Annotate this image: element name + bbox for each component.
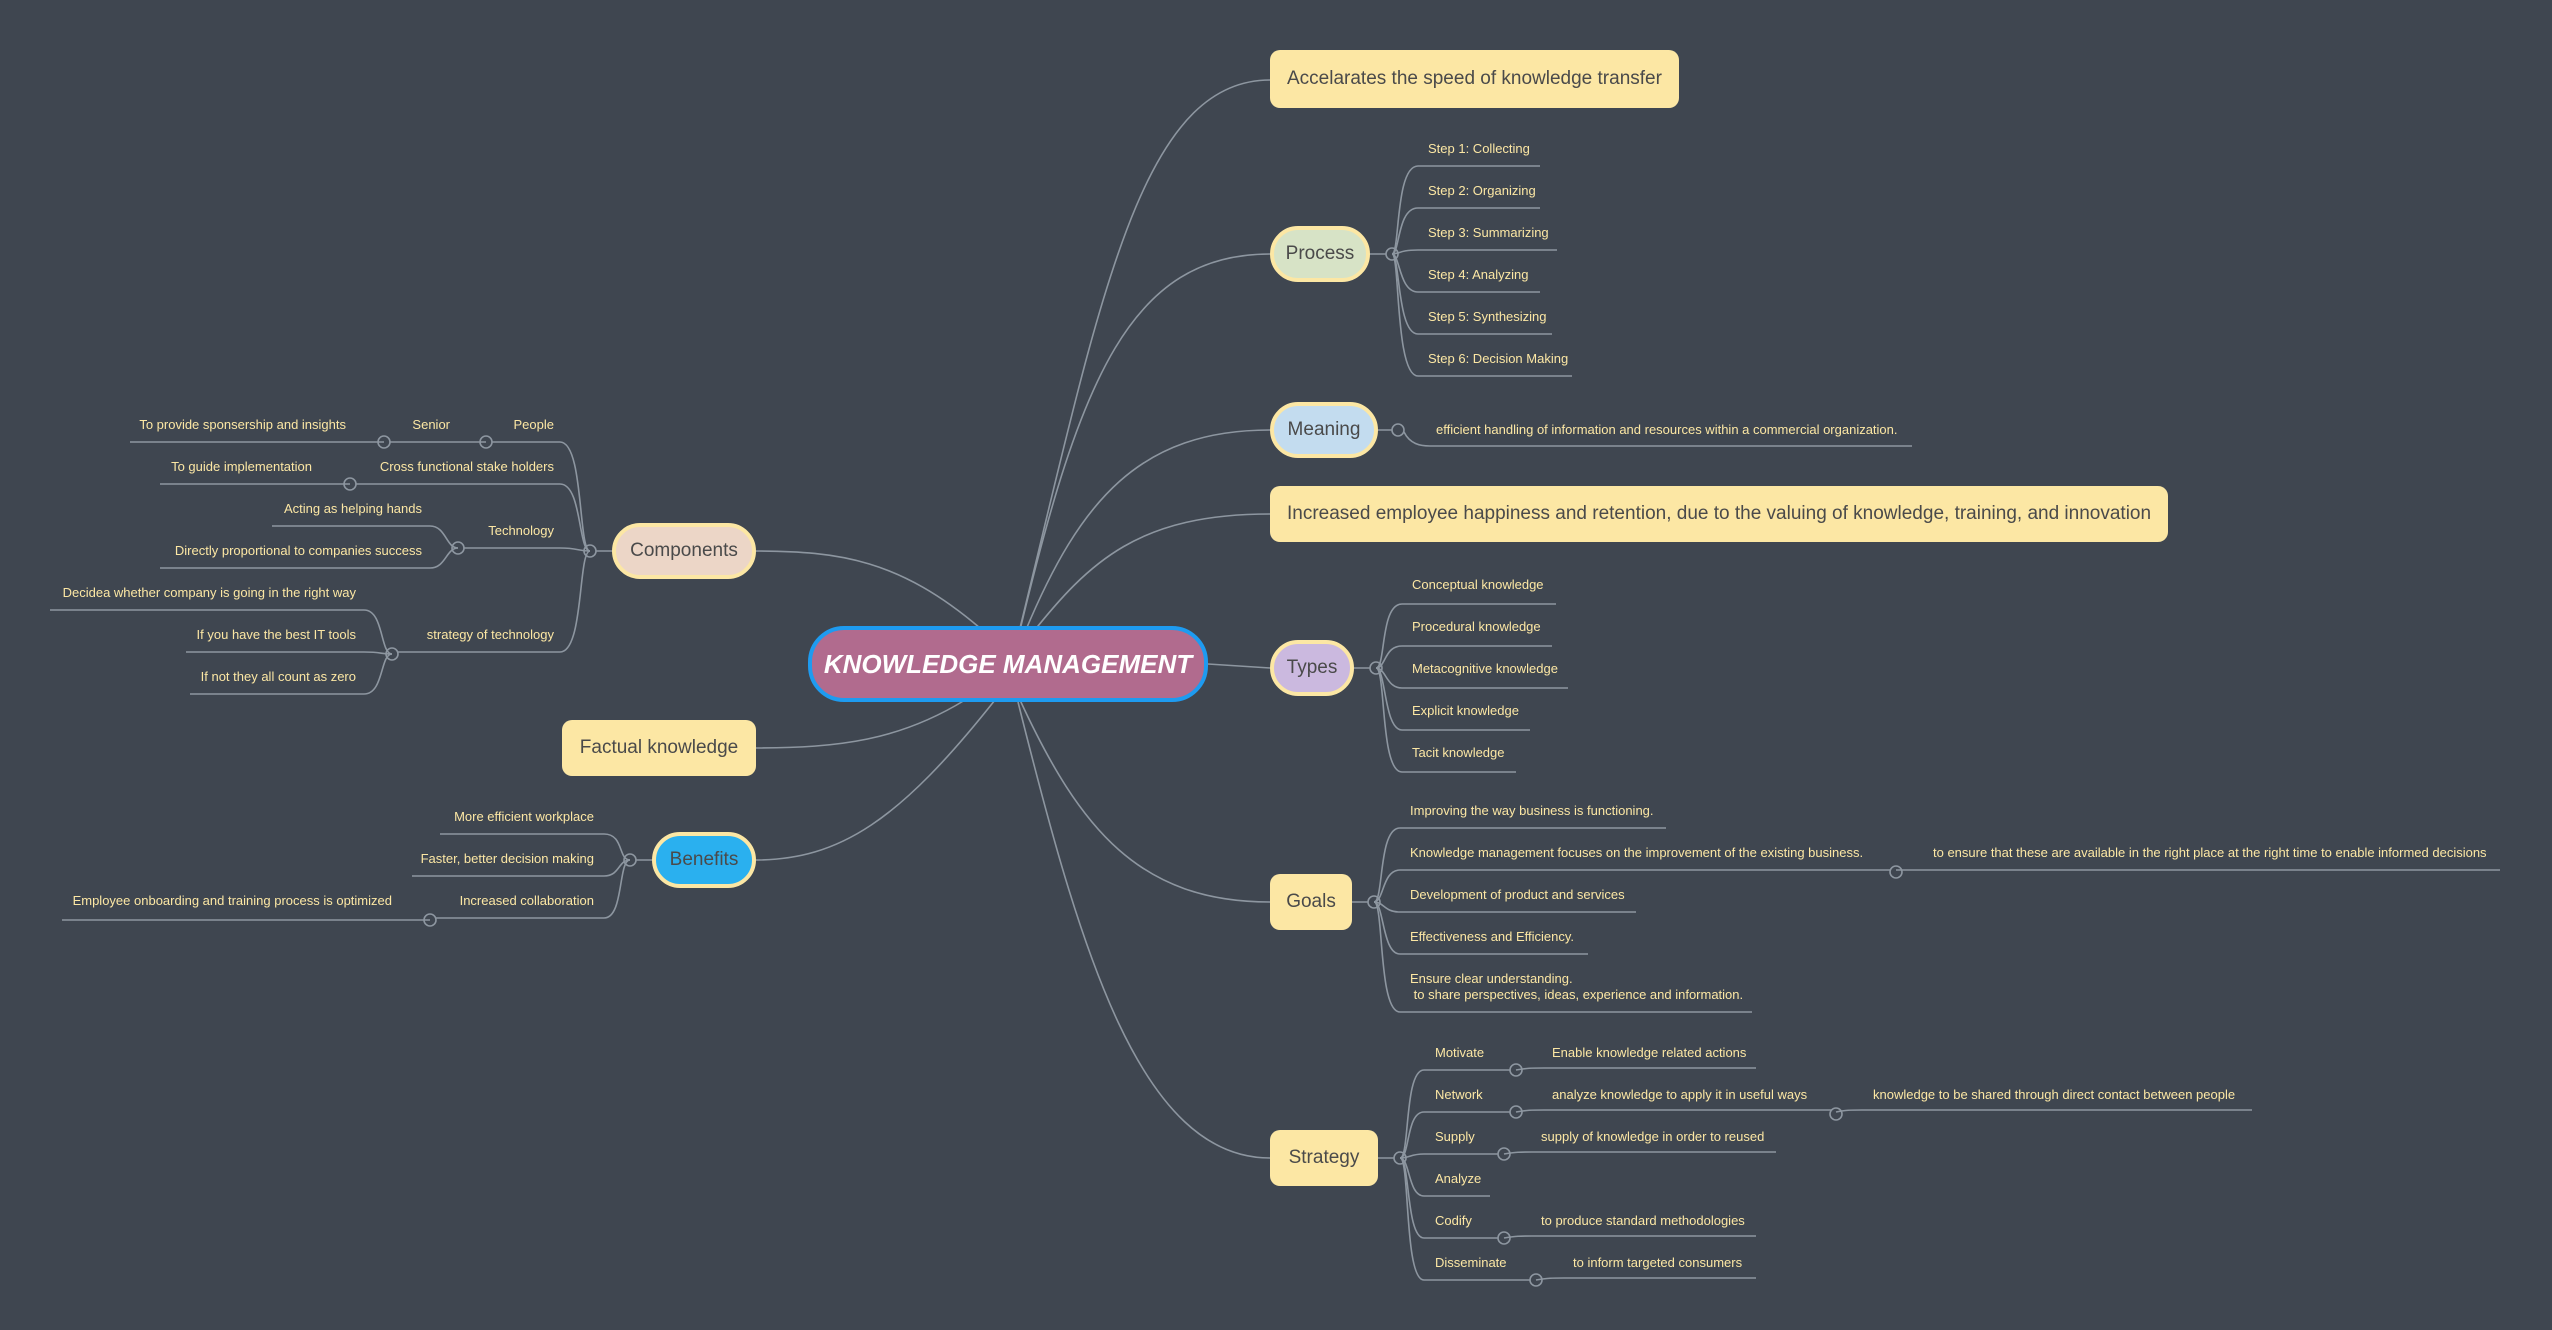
types-item-2[interactable]: Procedural knowledge — [1412, 619, 1541, 634]
types-item-3[interactable]: Metacognitive knowledge — [1412, 661, 1558, 676]
strategy-motivate-detail[interactable]: Enable knowledge related actions — [1552, 1045, 1747, 1060]
components-cross[interactable]: Cross functional stake holders — [379, 459, 554, 474]
benefits-collab-detail[interactable]: Employee onboarding and training process… — [72, 893, 392, 908]
goals-item-2-sub[interactable]: to ensure that these are available in th… — [1933, 845, 2487, 860]
process-branch — [1368, 165, 1572, 377]
link-central-speed — [1019, 79, 1271, 629]
central-topic[interactable]: KNOWLEDGE MANAGEMENT — [808, 626, 1208, 702]
components-technology[interactable]: Technology — [488, 523, 554, 538]
topic-factual-label: Factual knowledge — [579, 737, 739, 758]
topic-types[interactable]: Types — [1270, 640, 1354, 696]
topic-speed[interactable]: Accelarates the speed of knowledge trans… — [1270, 50, 1679, 108]
topic-benefits[interactable]: Benefits — [652, 832, 756, 888]
goals-item-3[interactable]: Development of product and services — [1410, 887, 1625, 902]
topic-factual[interactable]: Factual knowledge — [562, 720, 756, 776]
link-central-process — [1019, 253, 1271, 631]
components-branch — [50, 435, 612, 695]
process-step-2[interactable]: Step 2: Organizing — [1428, 183, 1536, 198]
strategy-codify-detail[interactable]: to produce standard methodologies — [1541, 1213, 1745, 1228]
strategy-supply[interactable]: Supply — [1435, 1129, 1475, 1144]
components-strategy-tech[interactable]: strategy of technology — [426, 627, 554, 642]
strategy-network-detail[interactable]: analyze knowledge to apply it in useful … — [1552, 1087, 1808, 1102]
strategy-motivate[interactable]: Motivate — [1435, 1045, 1485, 1060]
benefits-branch — [62, 833, 652, 927]
link-central-meaning — [1024, 429, 1271, 633]
goals-branch — [1352, 827, 2500, 1013]
benefits-item-3[interactable]: Increased collaboration — [459, 893, 594, 908]
topic-meaning-label: Meaning — [1287, 419, 1361, 440]
topic-strategy[interactable]: Strategy — [1270, 1130, 1378, 1186]
topic-happiness[interactable]: Increased employee happiness and retenti… — [1270, 486, 2169, 542]
benefits-item-1[interactable]: More efficient workplace — [454, 809, 594, 824]
topic-meaning[interactable]: Meaning — [1270, 402, 1378, 458]
types-item-1[interactable]: Conceptual knowledge — [1412, 577, 1544, 592]
process-step-4[interactable]: Step 4: Analyzing — [1428, 267, 1529, 282]
process-step-6[interactable]: Step 6: Decision Making — [1428, 351, 1569, 366]
strategy-supply-detail[interactable]: supply of knowledge in order to reused — [1541, 1129, 1765, 1144]
topic-benefits-label: Benefits — [669, 849, 739, 870]
components-senior-detail[interactable]: To provide sponsership and insights — [139, 417, 346, 432]
components-senior[interactable]: Senior — [412, 417, 450, 432]
link-central-goals — [1019, 699, 1271, 903]
link-central-components — [754, 550, 981, 629]
link-central-factual — [754, 699, 966, 749]
components-st-detail-1[interactable]: Decidea whether company is going in the … — [62, 585, 356, 600]
topic-speed-label: Accelarates the speed of knowledge trans… — [1287, 68, 1662, 89]
strategy-disseminate-detail[interactable]: to inform targeted consumers — [1573, 1255, 1743, 1270]
components-cross-detail[interactable]: To guide implementation — [171, 459, 312, 474]
strategy-codify[interactable]: Codify — [1435, 1213, 1472, 1228]
topic-components[interactable]: Components — [612, 523, 756, 579]
link-central-happiness — [1029, 513, 1271, 637]
strategy-network-sub[interactable]: knowledge to be shared through direct co… — [1873, 1087, 2236, 1102]
process-step-3[interactable]: Step 3: Summarizing — [1428, 225, 1549, 240]
topic-happiness-label: Increased employee happiness and retenti… — [1287, 503, 2152, 524]
link-central-strategy — [1017, 701, 1271, 1159]
process-step-5[interactable]: Step 5: Synthesizing — [1428, 309, 1547, 324]
components-st-detail-3[interactable]: If not they all count as zero — [200, 669, 356, 684]
link-central-benefits — [754, 699, 996, 861]
components-people[interactable]: People — [513, 417, 554, 432]
goals-item-2[interactable]: Knowledge management focuses on the impr… — [1410, 845, 1864, 860]
strategy-analyze[interactable]: Analyze — [1435, 1171, 1482, 1186]
topic-goals-label: Goals — [1286, 891, 1336, 912]
components-tech-detail-2[interactable]: Directly proportional to companies succe… — [174, 543, 422, 558]
goals-item-4[interactable]: Effectiveness and Efficiency. — [1410, 929, 1575, 944]
topic-goals[interactable]: Goals — [1270, 874, 1352, 930]
central-topic-label: KNOWLEDGE MANAGEMENT — [823, 648, 1193, 679]
goals-item-1[interactable]: Improving the way business is functionin… — [1410, 803, 1654, 818]
link-central-types — [1207, 663, 1271, 669]
components-st-detail-2[interactable]: If you have the best IT tools — [196, 627, 356, 642]
goals-item-5[interactable]: Ensure clear understanding. — [1410, 971, 1573, 986]
types-branch — [1354, 603, 1568, 773]
strategy-branch — [1378, 1063, 2252, 1287]
process-step-1[interactable]: Step 1: Collecting — [1428, 141, 1530, 156]
topic-process-label: Process — [1285, 243, 1355, 264]
topic-strategy-label: Strategy — [1288, 1147, 1360, 1168]
topic-types-label: Types — [1286, 657, 1338, 678]
strategy-disseminate[interactable]: Disseminate — [1435, 1255, 1507, 1270]
meaning-text[interactable]: efficient handling of information and re… — [1436, 422, 1898, 437]
topic-components-label: Components — [630, 540, 738, 561]
goals-item-5-line2: to share perspectives, ideas, experience… — [1410, 987, 1744, 1002]
meaning-branch — [1376, 423, 1912, 447]
types-item-5[interactable]: Tacit knowledge — [1412, 745, 1505, 760]
components-tech-detail-1[interactable]: Acting as helping hands — [283, 501, 422, 516]
strategy-network[interactable]: Network — [1435, 1087, 1483, 1102]
topic-process[interactable]: Process — [1270, 226, 1370, 282]
types-item-4[interactable]: Explicit knowledge — [1412, 703, 1519, 718]
benefits-item-2[interactable]: Faster, better decision making — [420, 851, 594, 866]
